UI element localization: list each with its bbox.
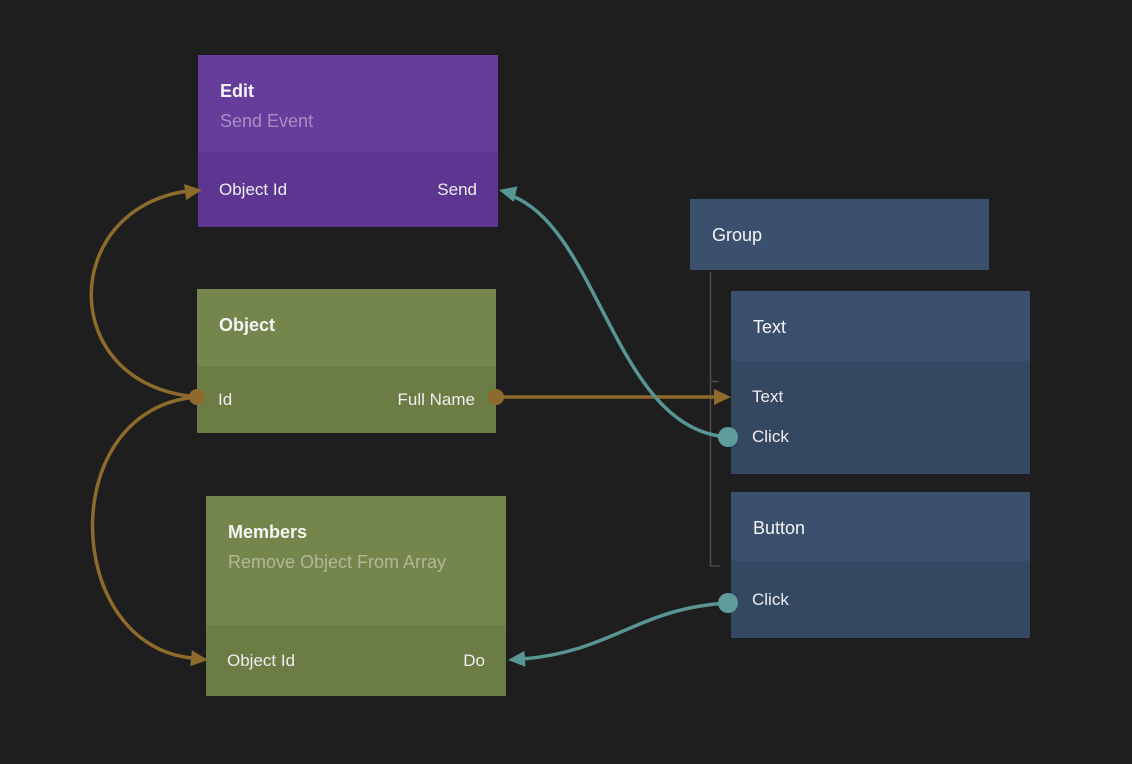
node-ports: Object Id Do — [206, 625, 506, 696]
port-row-text[interactable]: Text — [752, 377, 1009, 417]
node-title: Button — [753, 518, 806, 538]
arrowhead-text-text — [714, 389, 731, 405]
group-tree-line — [709, 272, 720, 567]
node-header: Members Remove Object From Array — [206, 496, 506, 625]
node-header: Button — [731, 492, 1030, 561]
node-button[interactable]: Button Click — [731, 492, 1030, 638]
arrowhead-members-do — [508, 650, 526, 667]
node-header: Group — [690, 199, 989, 250]
node-ports: Text Click — [731, 361, 1030, 474]
node-title: Edit — [220, 81, 254, 101]
port-id[interactable]: Id — [218, 389, 233, 409]
node-object[interactable]: Object Id Full Name — [197, 289, 496, 433]
node-ports: Click — [731, 561, 1030, 638]
arrowhead-edit-send — [499, 186, 518, 202]
port-full-name[interactable]: Full Name — [397, 389, 475, 409]
node-edit-send-event[interactable]: Edit Send Event Object Id Send — [198, 55, 498, 227]
node-header: Edit Send Event — [198, 55, 498, 152]
node-ports: Id Full Name — [197, 366, 496, 433]
node-header: Object — [197, 289, 496, 366]
node-title: Text — [753, 317, 787, 337]
port-row-click[interactable]: Click — [752, 417, 1009, 457]
connection-button-click-to-members-do[interactable] — [521, 601, 729, 661]
port-click[interactable]: Click — [752, 589, 789, 609]
connection-object-id-to-members[interactable] — [90, 395, 198, 660]
port-object-id[interactable]: Object Id — [219, 179, 288, 199]
port-do[interactable]: Do — [463, 650, 485, 670]
node-header: Text — [731, 291, 1030, 361]
node-group[interactable]: Group — [690, 199, 989, 270]
node-title: Group — [712, 225, 763, 245]
node-text[interactable]: Text Text Click — [731, 291, 1030, 474]
node-title: Members — [228, 522, 308, 542]
node-title: Object — [219, 315, 276, 335]
node-ports: Object Id Send — [198, 152, 498, 227]
node-subtitle: Send Event — [220, 111, 314, 131]
port-click[interactable]: Click — [752, 427, 789, 446]
port-text[interactable]: Text — [752, 387, 784, 406]
port-object-id[interactable]: Object Id — [227, 650, 296, 670]
connection-object-id-to-edit[interactable] — [89, 189, 198, 399]
port-send[interactable]: Send — [437, 179, 477, 199]
node-subtitle: Remove Object From Array — [228, 552, 447, 572]
node-members-remove-object[interactable]: Members Remove Object From Array Object … — [206, 496, 506, 696]
